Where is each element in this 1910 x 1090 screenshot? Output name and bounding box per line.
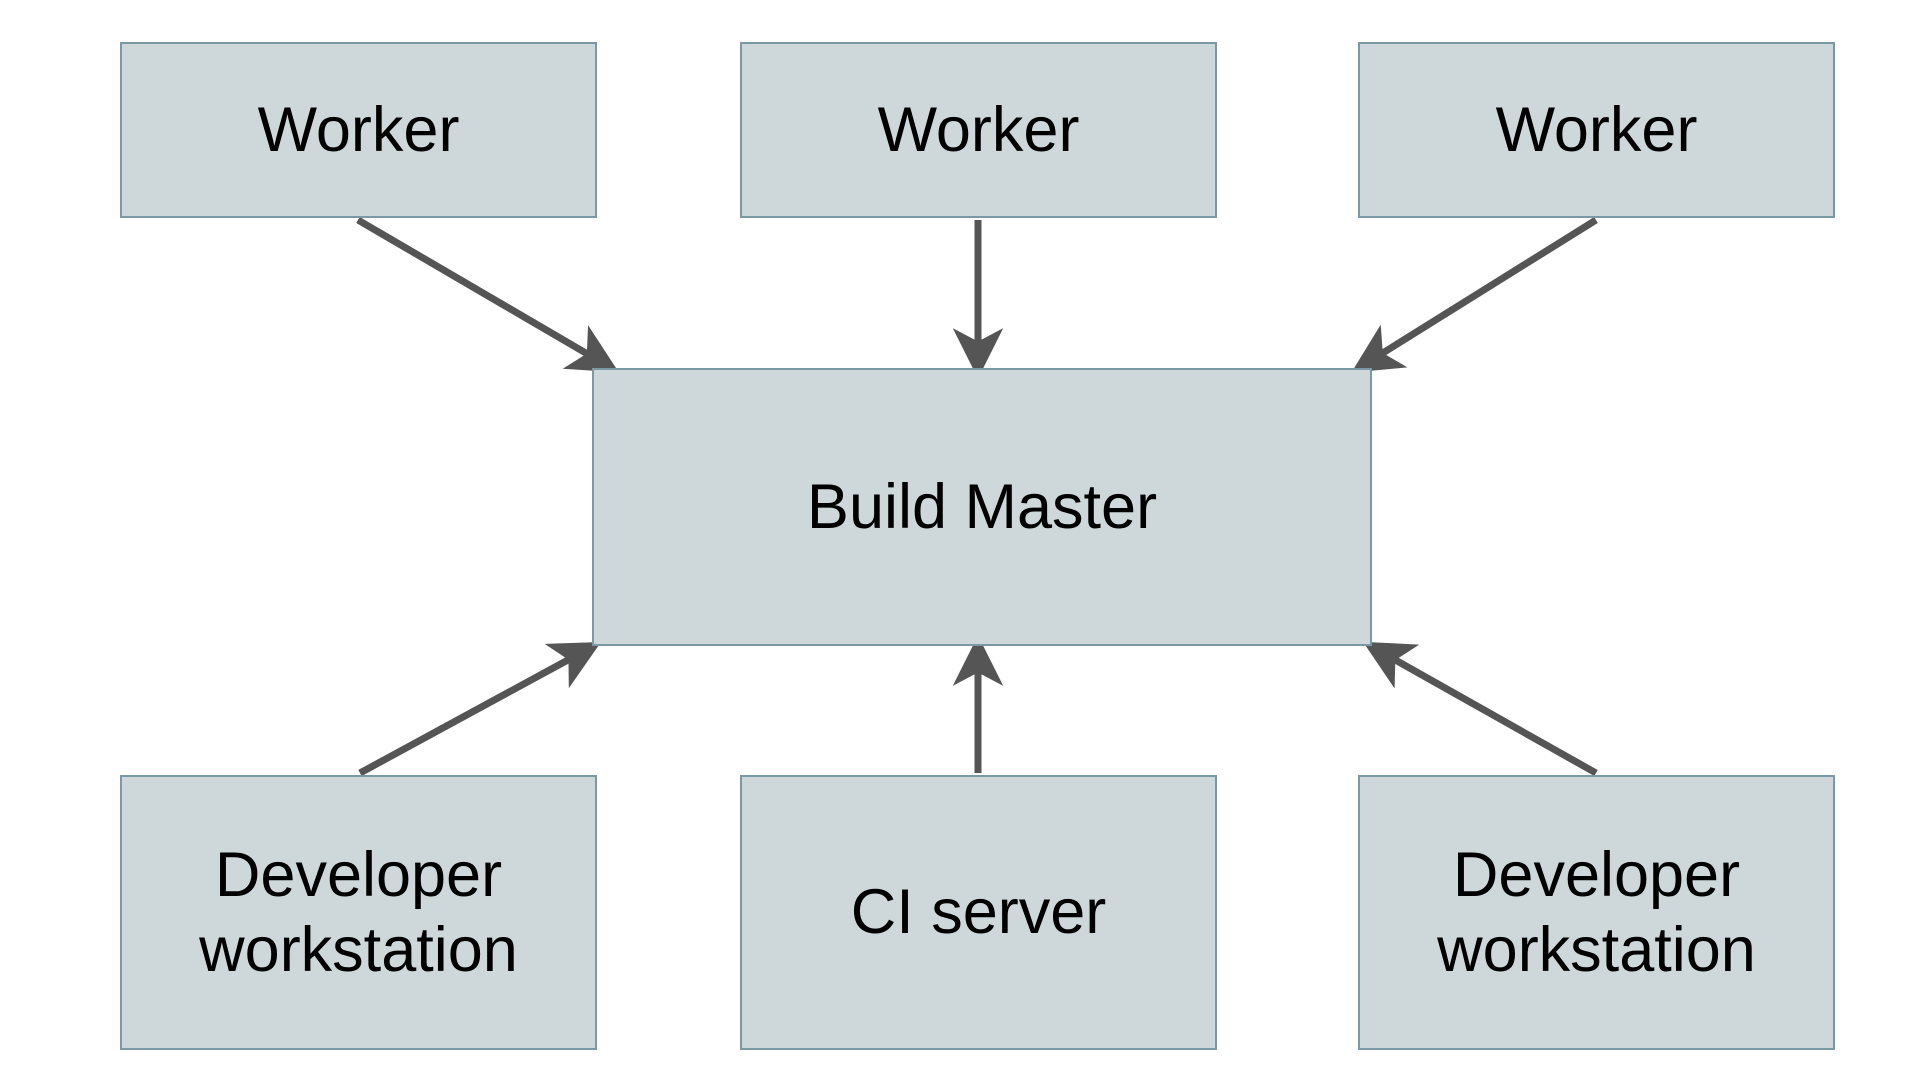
node-worker-1[interactable]: Worker <box>120 42 597 218</box>
node-worker-2-label: Worker <box>877 94 1080 165</box>
edge-worker-3-to-build-master <box>1351 217 1598 373</box>
node-worker-2[interactable]: Worker <box>740 42 1217 218</box>
node-ci-server[interactable]: CI server <box>740 775 1217 1050</box>
node-developer-workstation-left-label: Developer workstation <box>199 840 518 985</box>
node-worker-3[interactable]: Worker <box>1358 42 1835 218</box>
node-worker-1-label: Worker <box>257 94 460 165</box>
node-developer-workstation-left[interactable]: Developer workstation <box>120 775 597 1050</box>
node-build-master-label: Build Master <box>806 471 1158 542</box>
node-ci-server-label: CI server <box>850 877 1107 948</box>
node-developer-workstation-right-label: Developer workstation <box>1437 840 1756 985</box>
node-developer-workstation-right[interactable]: Developer workstation <box>1358 775 1835 1050</box>
edge-worker-1-to-build-master <box>356 216 619 373</box>
edge-dev-left-to-build-master <box>358 641 602 777</box>
edge-dev-right-to-build-master <box>1363 641 1598 777</box>
node-worker-3-label: Worker <box>1495 94 1698 165</box>
node-build-master[interactable]: Build Master <box>592 368 1372 646</box>
